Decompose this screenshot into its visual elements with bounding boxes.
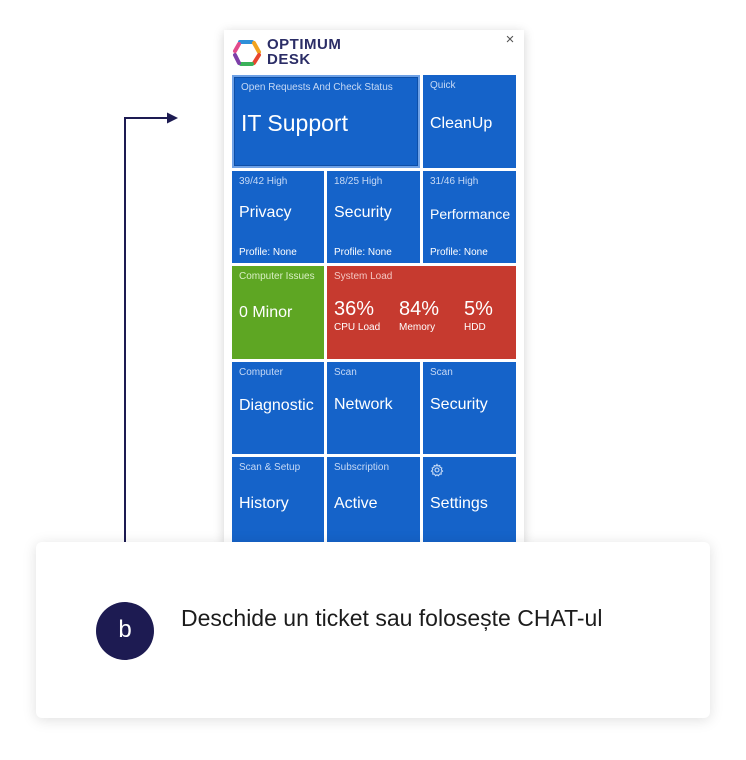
tile-it-support[interactable]: Open Requests And Check Status IT Suppor…: [232, 75, 420, 168]
tile-label: Security: [334, 204, 392, 221]
tile-caption: Subscription: [334, 462, 390, 473]
step-badge: b: [96, 602, 154, 660]
tile-caption: Computer: [239, 367, 283, 378]
tile-label: Network: [334, 396, 393, 413]
hdd-value: 5%: [464, 298, 493, 320]
tile-security-profile[interactable]: 18/25 High Security Profile: None: [327, 171, 420, 263]
cpu-load-label: CPU Load: [334, 322, 381, 333]
tile-label: CleanUp: [430, 115, 493, 132]
tile-caption: 18/25 High: [334, 176, 383, 187]
logo-line-1: OPTIMUM: [267, 36, 342, 53]
tile-diagnostic[interactable]: Computer Diagnostic: [232, 362, 324, 454]
hdd-stat: 5% HDD: [464, 298, 493, 333]
tile-footer: Profile: None: [239, 247, 297, 258]
tile-subscription[interactable]: Subscription Active: [327, 457, 420, 545]
tile-caption: Computer Issues: [239, 271, 315, 282]
tile-caption: Scan: [430, 367, 453, 378]
tile-settings[interactable]: Settings: [423, 457, 516, 545]
tile-label: Performance: [430, 206, 511, 222]
tile-scan-security[interactable]: Scan Security: [423, 362, 516, 454]
callout-text: Deschide un ticket sau folosește CHAT-ul: [181, 605, 603, 631]
optimum-desk-logo: OPTIMUM DESK: [232, 37, 372, 69]
tile-label: Security: [430, 396, 488, 413]
tile-privacy[interactable]: 39/42 High Privacy Profile: None: [232, 171, 324, 263]
tile-caption: Scan: [334, 367, 357, 378]
tile-footer: Profile: None: [430, 247, 488, 258]
tile-label: 0 Minor: [239, 304, 293, 321]
tile-caption: System Load: [334, 271, 393, 282]
tile-caption: Scan & Setup: [239, 462, 301, 473]
tile-label: Privacy: [239, 204, 292, 221]
tile-footer: Profile: None: [334, 247, 392, 258]
gear-icon: [430, 463, 444, 477]
cpu-load-stat: 36% CPU Load: [334, 298, 380, 333]
optimum-desk-widget: OPTIMUM DESK × Open Requests And Check S…: [224, 30, 524, 545]
tile-label: IT Support: [241, 110, 348, 136]
tile-caption: 39/42 High: [239, 176, 288, 187]
cpu-load-value: 36%: [334, 298, 375, 320]
tile-system-load[interactable]: System Load 36% CPU Load 84% Memory 5% H…: [327, 266, 516, 359]
memory-label: Memory: [399, 322, 436, 333]
tile-quick-cleanup[interactable]: Quick CleanUp: [423, 75, 516, 168]
tile-history[interactable]: Scan & Setup History: [232, 457, 324, 545]
close-button[interactable]: ×: [505, 31, 515, 48]
tile-label: Settings: [430, 495, 488, 512]
tile-label: Diagnostic: [239, 397, 314, 414]
logo-line-2: DESK: [267, 51, 311, 68]
hdd-label: HDD: [464, 322, 486, 333]
tile-performance[interactable]: 31/46 High Performance Profile: None: [423, 171, 516, 263]
memory-value: 84%: [399, 298, 440, 320]
logo-text: OPTIMUM DESK: [267, 37, 341, 67]
tile-caption: Quick: [430, 80, 456, 91]
tile-computer-issues[interactable]: Computer Issues 0 Minor: [232, 266, 324, 359]
tile-caption: 31/46 High: [430, 176, 479, 187]
hexagon-logo-icon: [233, 40, 261, 66]
tile-label: History: [239, 495, 289, 512]
tile-network[interactable]: Scan Network: [327, 362, 420, 454]
tile-label: Active: [334, 495, 378, 512]
memory-stat: 84% Memory: [399, 298, 439, 333]
tile-caption: Open Requests And Check Status: [241, 82, 393, 93]
